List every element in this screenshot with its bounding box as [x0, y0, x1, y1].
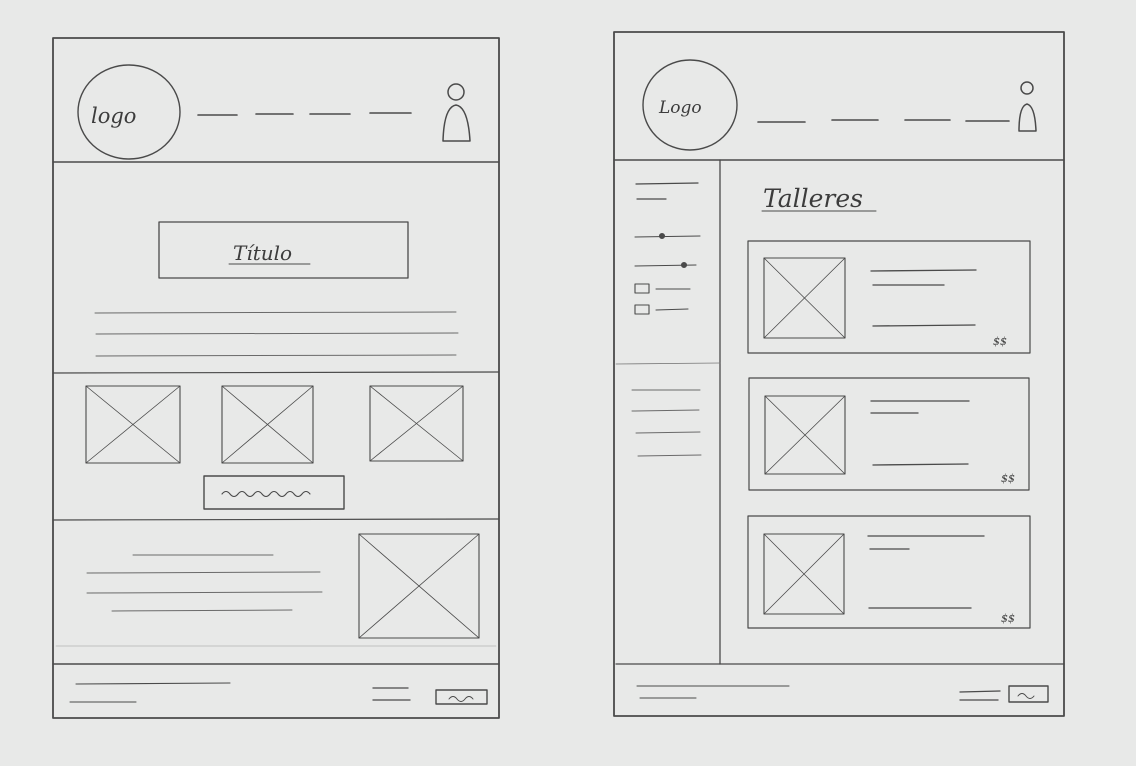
logo-text: Logo — [658, 98, 702, 118]
filter-checkbox[interactable] — [634, 283, 691, 294]
card-price: $$ — [993, 335, 1007, 348]
workshop-card[interactable] — [747, 240, 1031, 354]
button-scribble[interactable] — [203, 475, 345, 510]
logo-circle[interactable] — [642, 59, 738, 151]
left-gallery — [52, 385, 500, 521]
footer-text-lines — [636, 685, 790, 699]
sidebar-heading-lines — [635, 182, 699, 200]
page-title: Título — [233, 241, 292, 265]
sidebar-link[interactable] — [637, 454, 702, 457]
sidebar-link[interactable] — [635, 431, 701, 434]
card-price: $$ — [1001, 472, 1015, 485]
filter-slider[interactable] — [634, 232, 701, 240]
button-scribble[interactable] — [435, 689, 488, 705]
image-placeholder — [764, 395, 846, 475]
right-footer — [636, 685, 1049, 703]
nav-items[interactable] — [757, 119, 1010, 123]
menu-icon[interactable] — [372, 687, 411, 701]
filter-checkbox[interactable] — [634, 304, 689, 315]
page-title: Talleres — [763, 184, 863, 213]
image-placeholder — [369, 385, 464, 462]
filter-slider[interactable] — [634, 261, 697, 269]
card-price: $$ — [1001, 612, 1015, 625]
user-icon[interactable] — [1018, 81, 1037, 132]
workshop-card[interactable] — [748, 377, 1030, 491]
image-placeholder — [763, 257, 846, 339]
image-placeholder — [221, 385, 314, 464]
logo-text: logo — [91, 104, 136, 128]
paragraph-lines — [94, 311, 459, 357]
logo-circle[interactable] — [77, 64, 181, 160]
right-sidebar — [615, 159, 721, 665]
right-header — [613, 59, 1065, 161]
nav-items[interactable] — [197, 112, 412, 116]
left-wireframe — [52, 37, 500, 719]
left-feature — [52, 533, 500, 665]
menu-icon[interactable] — [959, 690, 1001, 701]
button-scribble[interactable] — [1008, 685, 1049, 703]
title-box — [158, 221, 409, 279]
image-placeholder — [358, 533, 480, 639]
left-footer — [69, 682, 488, 705]
image-placeholder — [763, 533, 845, 615]
sidebar-links[interactable] — [631, 389, 702, 457]
left-header — [52, 64, 500, 163]
right-main — [615, 210, 1065, 665]
left-hero — [52, 221, 500, 374]
right-wireframe — [613, 31, 1065, 717]
left-page-frame — [52, 37, 500, 719]
right-page-frame — [613, 31, 1065, 717]
sidebar-link[interactable] — [631, 409, 700, 412]
user-icon[interactable] — [442, 83, 471, 142]
image-placeholder — [85, 385, 181, 464]
footer-text-lines — [69, 682, 231, 703]
feature-text-lines — [86, 554, 323, 612]
workshop-card[interactable] — [747, 515, 1031, 629]
